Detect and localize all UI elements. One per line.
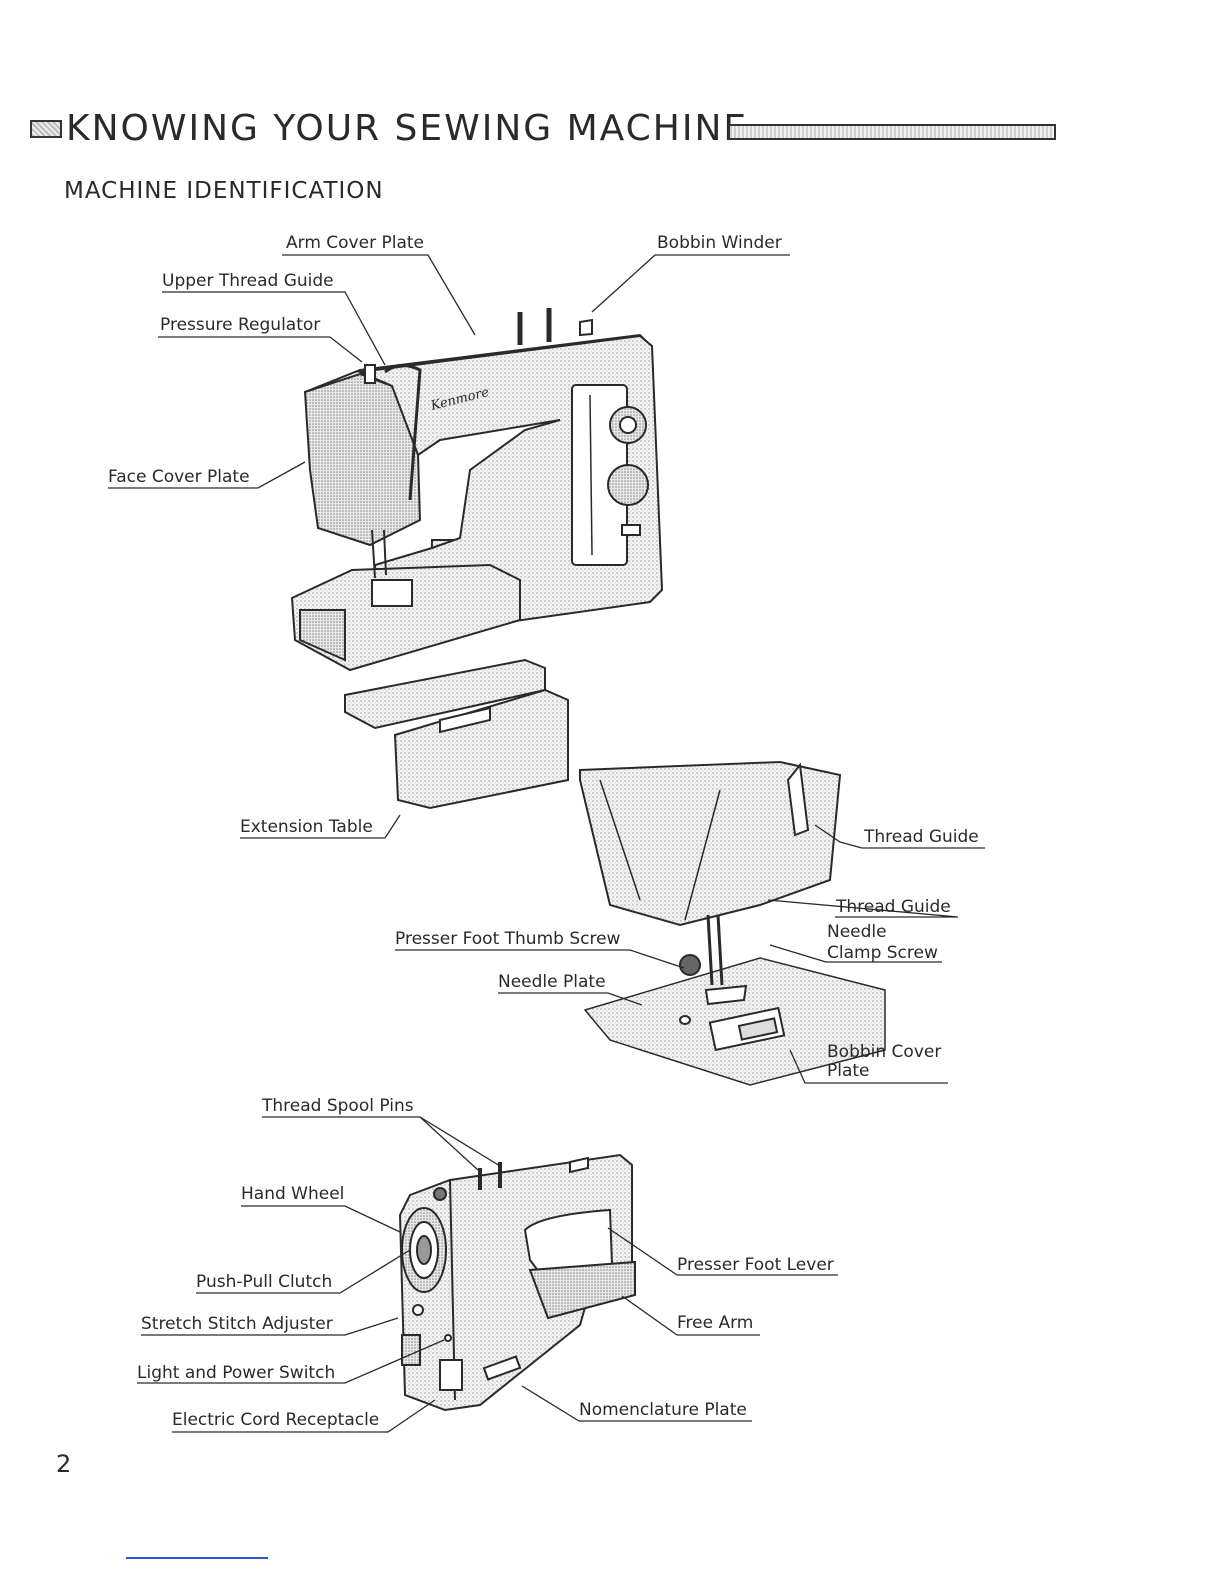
label-arm-cover-plate: Arm Cover Plate [286, 233, 424, 253]
label-extension-table: Extension Table [240, 817, 373, 837]
label-free-arm: Free Arm [677, 1313, 754, 1333]
page-title: KNOWING YOUR SEWING MACHINE [66, 108, 749, 149]
label-hand-wheel: Hand Wheel [241, 1184, 345, 1204]
label-electric-cord-receptacle: Electric Cord Receptacle [172, 1410, 380, 1430]
section-title: MACHINE IDENTIFICATION [64, 178, 384, 204]
label-needle-clamp-screw-line1: Needle [827, 922, 887, 942]
label-face-cover-plate: Face Cover Plate [108, 467, 250, 487]
label-thread-guide-1: Thread Guide [864, 827, 979, 847]
footer-rule [126, 1557, 268, 1559]
label-pressure-regulator: Pressure Regulator [160, 315, 321, 335]
label-bobbin-winder: Bobbin Winder [657, 233, 782, 253]
label-thread-spool-pins: Thread Spool Pins [262, 1096, 414, 1116]
label-nomenclature-plate: Nomenclature Plate [579, 1400, 747, 1420]
label-bobbin-cover-plate-line2: Plate [827, 1061, 870, 1081]
label-upper-thread-guide: Upper Thread Guide [162, 271, 334, 291]
label-stretch-stitch-adjuster: Stretch Stitch Adjuster [141, 1314, 333, 1334]
label-presser-foot-lever: Presser Foot Lever [677, 1255, 834, 1275]
label-needle-clamp-screw-line2: Clamp Screw [827, 943, 938, 963]
label-thread-guide-2: Thread Guide [836, 897, 951, 917]
extension-table-drawing [344, 658, 569, 810]
main-machine-drawing [290, 308, 664, 672]
header-decoration-box [30, 120, 62, 138]
label-presser-foot-thumb-screw: Presser Foot Thumb Screw [395, 929, 621, 949]
leader-lines [108, 254, 985, 1433]
label-bobbin-cover-plate-line1: Bobbin Cover [827, 1042, 942, 1062]
label-push-pull-clutch: Push-Pull Clutch [196, 1272, 333, 1292]
rear-machine-drawing [398, 1153, 636, 1412]
header-decoration-bar [728, 124, 1056, 140]
label-needle-plate: Needle Plate [498, 972, 606, 992]
page-number: 2 [56, 1450, 72, 1478]
needle-closeup-drawing [579, 760, 886, 1086]
label-light-and-power-switch: Light and Power Switch [137, 1363, 336, 1383]
